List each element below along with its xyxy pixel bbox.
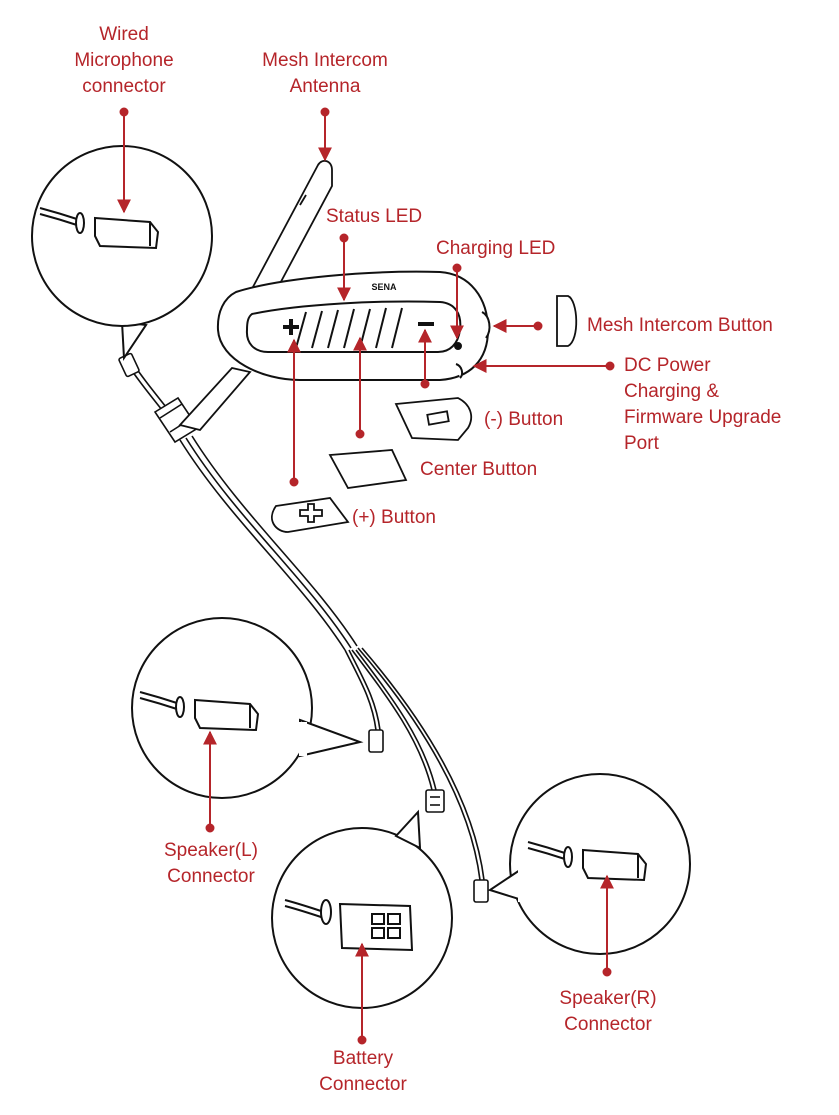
label-dc-power-port: DC Power Charging & Firmware Upgrade Por… (624, 355, 782, 454)
loose-buttons (271, 397, 472, 533)
battery-detail-bubble (271, 809, 453, 1009)
cable-harness (127, 361, 485, 881)
label-speaker-left-connector: Speaker(L) Connector (164, 840, 258, 887)
mesh-intercom-button-shape (556, 295, 578, 347)
headset-brand-label: SENA (371, 282, 397, 292)
label-mesh-intercom-button: Mesh Intercom Button (587, 315, 773, 336)
label-minus-button: (-) Button (484, 409, 564, 430)
label-center-button: Center Button (420, 459, 538, 480)
speaker-right-detail-bubble (487, 773, 691, 955)
headset-unit (216, 270, 491, 381)
mesh-intercom-antenna (178, 159, 333, 432)
label-mesh-intercom-antenna: Mesh Intercom Antenna (262, 50, 388, 97)
label-charging-led: Charging LED (436, 238, 556, 259)
label-speaker-right-connector: Speaker(R) Connector (559, 988, 657, 1035)
label-plus-button: (+) Button (352, 507, 436, 528)
callout-arrows (117, 107, 615, 1045)
microphone-detail-bubble (31, 145, 213, 362)
center-button-shape (328, 449, 408, 489)
label-battery-connector: Battery Connector (319, 1048, 407, 1095)
speaker-left-detail-bubble (131, 617, 364, 799)
label-wired-microphone-connector: Wired Microphone connector (74, 24, 174, 97)
label-status-led: Status LED (326, 206, 423, 227)
